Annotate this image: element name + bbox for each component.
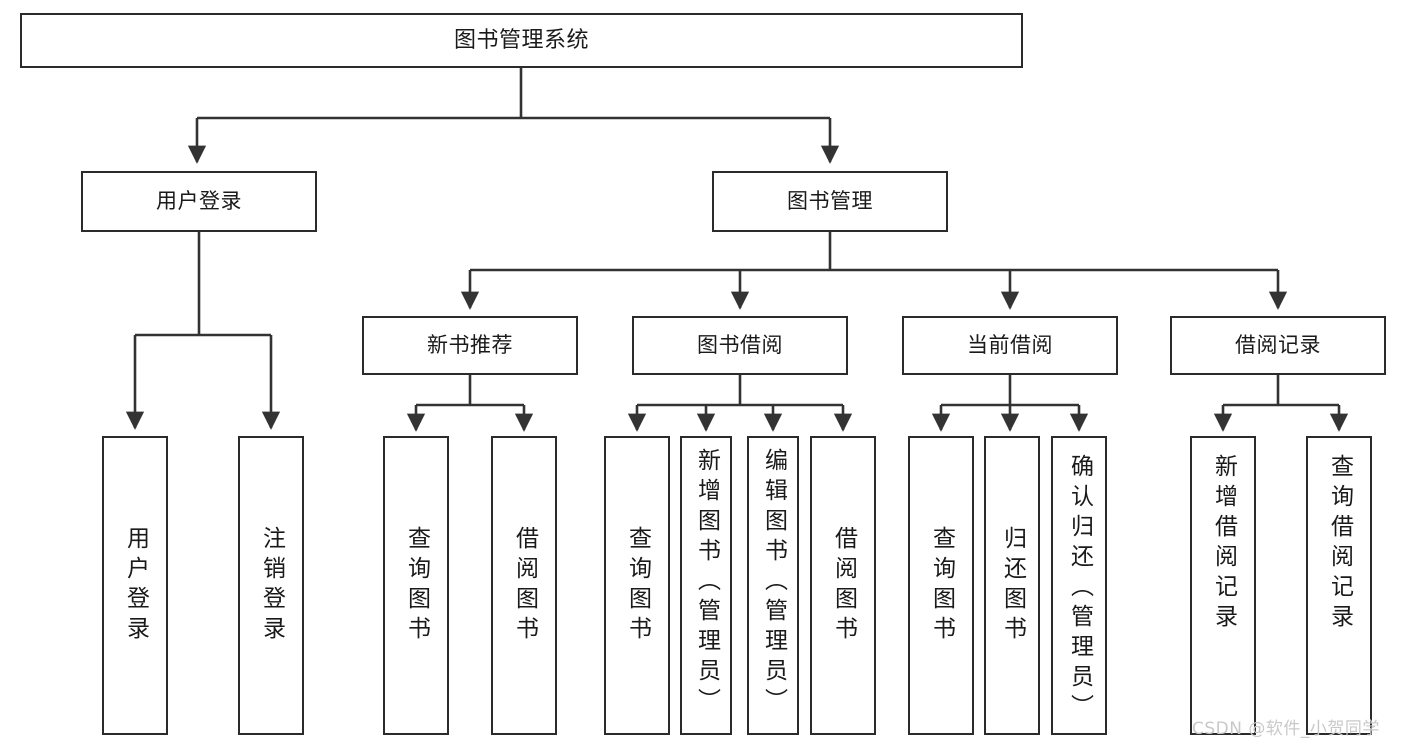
- node-label: 注销登录: [258, 526, 285, 646]
- node-current-borrow[interactable]: 当前借阅: [902, 316, 1118, 375]
- node-label: 归还图书: [999, 526, 1026, 646]
- node-label: 新增图书（管理员）: [693, 448, 720, 718]
- node-label: 用户登录: [156, 189, 242, 214]
- node-label: 借阅图书: [511, 526, 538, 646]
- leaf-user-login[interactable]: 用户登录: [102, 436, 168, 735]
- node-label: 查询借阅记录: [1326, 454, 1353, 634]
- leaf-query-book-current[interactable]: 查询图书: [908, 436, 974, 735]
- leaf-borrow-book[interactable]: 借阅图书: [810, 436, 876, 735]
- node-book-management[interactable]: 图书管理: [712, 171, 948, 232]
- node-label: 当前借阅: [967, 333, 1053, 358]
- node-label: 新增借阅记录: [1210, 454, 1237, 634]
- node-label: 图书管理系统: [453, 27, 589, 53]
- node-book-borrow[interactable]: 图书借阅: [632, 316, 848, 375]
- node-label: 图书借阅: [697, 333, 783, 358]
- node-label: 编辑图书（管理员）: [760, 448, 787, 718]
- leaf-confirm-return-admin[interactable]: 确认归还（管理员）: [1051, 436, 1107, 735]
- node-label: 图书管理: [787, 189, 873, 214]
- leaf-query-book-borrow[interactable]: 查询图书: [604, 436, 670, 735]
- node-root-book-management-system[interactable]: 图书管理系统: [20, 13, 1023, 68]
- node-user-login[interactable]: 用户登录: [81, 171, 317, 232]
- leaf-add-borrow-record[interactable]: 新增借阅记录: [1190, 436, 1256, 735]
- node-label: 新书推荐: [427, 333, 513, 358]
- node-label: 查询图书: [624, 526, 651, 646]
- node-label: 借阅记录: [1235, 333, 1321, 358]
- node-borrow-record[interactable]: 借阅记录: [1170, 316, 1386, 375]
- leaf-edit-book-admin[interactable]: 编辑图书（管理员）: [747, 436, 799, 735]
- csdn-watermark: CSDN @软件_小贺同学: [1192, 719, 1380, 739]
- node-label: 用户登录: [122, 526, 149, 646]
- leaf-borrow-book-recommend[interactable]: 借阅图书: [491, 436, 557, 735]
- node-new-book-recommendation[interactable]: 新书推荐: [362, 316, 578, 375]
- leaf-add-book-admin[interactable]: 新增图书（管理员）: [680, 436, 732, 735]
- leaf-query-book-recommend[interactable]: 查询图书: [383, 436, 449, 735]
- node-label: 确认归还（管理员）: [1066, 454, 1093, 724]
- node-label: 借阅图书: [830, 526, 857, 646]
- leaf-return-book[interactable]: 归还图书: [984, 436, 1040, 735]
- node-label: 查询图书: [403, 526, 430, 646]
- node-label: 查询图书: [928, 526, 955, 646]
- leaf-query-borrow-record[interactable]: 查询借阅记录: [1306, 436, 1372, 735]
- leaf-logout[interactable]: 注销登录: [238, 436, 304, 735]
